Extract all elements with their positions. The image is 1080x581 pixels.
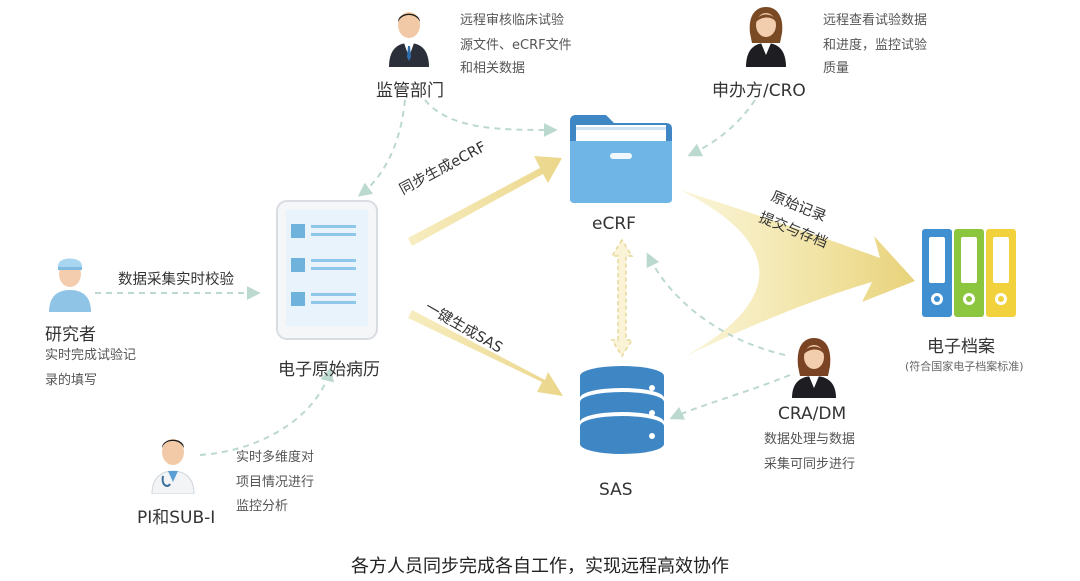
regulator-desc-2: 源文件、eCRF文件 bbox=[460, 38, 572, 53]
archive-flow-arrow bbox=[680, 190, 915, 358]
diagram-caption: 各方人员同步完成各自工作，实现远程高效协作 bbox=[351, 556, 729, 577]
sponsor-desc-3: 质量 bbox=[823, 61, 850, 76]
regulator-label: 监管部门 bbox=[376, 81, 444, 101]
pi-desc-3: 监控分析 bbox=[236, 499, 289, 514]
pi-desc-1: 实时多维度对 bbox=[236, 450, 315, 465]
archive-sublabel: (符合国家电子档案标准) bbox=[905, 360, 1024, 373]
researcher-label: 研究者 bbox=[45, 325, 96, 345]
regulator-person-icon bbox=[389, 12, 429, 67]
emr-label: 电子原始病历 bbox=[278, 360, 380, 380]
regulator-desc-1: 远程审核临床试验 bbox=[460, 13, 565, 28]
researcher-nurse-icon bbox=[49, 258, 91, 312]
sas-database-icon bbox=[580, 366, 664, 454]
pi-doctor-icon bbox=[151, 439, 195, 494]
ecrf-label: eCRF bbox=[592, 214, 636, 234]
sync-ecrf-arrow bbox=[408, 156, 562, 246]
sponsor-person-icon bbox=[746, 7, 786, 67]
ecrf-folder-icon bbox=[570, 115, 672, 203]
ecrf-sas-sync-arrow bbox=[610, 238, 634, 358]
cra-dm-desc-1: 数据处理与数据 bbox=[764, 432, 856, 447]
cra-dm-label: CRA/DM bbox=[778, 404, 847, 424]
researcher-desc-2: 录的填写 bbox=[45, 373, 98, 388]
archive-label: 电子档案 bbox=[927, 337, 995, 357]
pi-label: PI和SUB-I bbox=[137, 508, 216, 528]
cra-dm-person-icon bbox=[792, 338, 836, 398]
archive-binders-icon bbox=[922, 229, 1016, 317]
sponsor-desc-1: 远程查看试验数据 bbox=[823, 13, 928, 28]
pi-desc-2: 项目情况进行 bbox=[236, 475, 315, 490]
emr-tablet-icon bbox=[276, 200, 378, 340]
gen-sas-arrow bbox=[408, 310, 563, 396]
collect-edge-label: 数据采集实时校验 bbox=[118, 272, 234, 288]
regulator-desc-3: 和相关数据 bbox=[460, 61, 526, 76]
sas-label: SAS bbox=[599, 480, 633, 500]
sponsor-desc-2: 和进度，监控试验 bbox=[823, 38, 928, 53]
cra-dm-desc-2: 采集可同步进行 bbox=[764, 457, 856, 472]
researcher-desc-1: 实时完成试验记 bbox=[45, 348, 137, 363]
sponsor-label: 申办方/CRO bbox=[712, 81, 806, 101]
